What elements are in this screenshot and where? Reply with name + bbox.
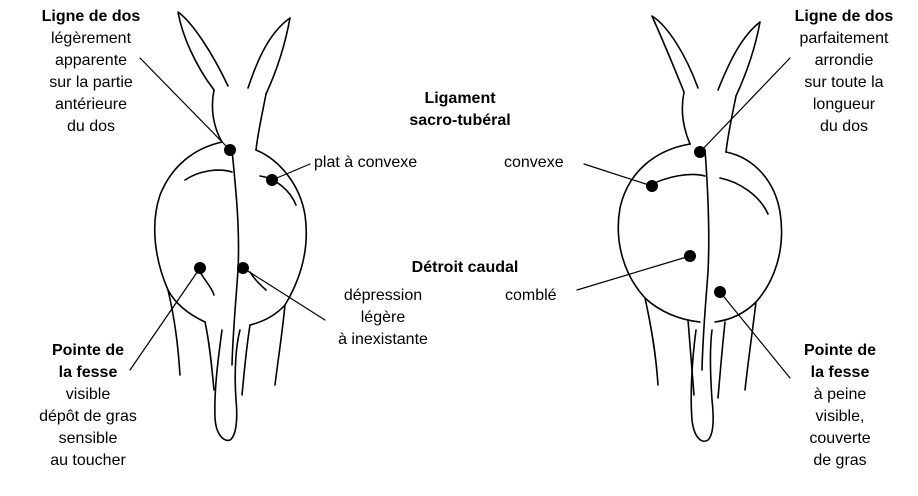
right-pointe-line: de gras <box>770 450 910 472</box>
right-goat-spine <box>702 150 709 370</box>
left-dot-detroit <box>237 262 249 274</box>
left-goat-leg-right <box>242 305 285 395</box>
left-pointe-line: au toucher <box>8 450 168 472</box>
right-detroit-label: comblé <box>505 285 557 307</box>
right-ligne-dos-title: Ligne de dos <box>770 6 918 28</box>
left-detroit-label: dépression légère à inexistante <box>318 285 448 351</box>
right-goat-leg-left <box>645 298 694 395</box>
right-ligne-dos-line: sur toute la <box>770 72 918 94</box>
left-detroit-line: dépression <box>318 285 448 307</box>
right-ligne-dos-line: arrondie <box>770 50 918 72</box>
left-goat-tail <box>215 330 240 440</box>
left-goat-spine <box>232 150 239 365</box>
right-goat-ear-right <box>718 22 760 96</box>
left-detroit-line: à inexistante <box>318 329 448 351</box>
left-dot-ligne-dos <box>224 144 236 156</box>
right-leader-lines <box>577 58 790 378</box>
left-goat-body <box>155 142 307 325</box>
left-goat-ear-right <box>248 18 290 94</box>
left-goat-crease <box>200 272 266 295</box>
left-ligne-dos-line: légèrement <box>12 28 170 50</box>
left-pointe-title: Pointe de <box>8 340 168 362</box>
left-ligne-dos-title: Ligne de dos <box>12 6 170 28</box>
left-ligne-dos-line: du dos <box>12 116 170 138</box>
right-goat-ear-left <box>652 16 698 92</box>
left-pointe-line: dépôt de gras <box>8 406 168 428</box>
right-goat-body <box>618 144 781 322</box>
right-goat-outline <box>618 16 781 441</box>
center-ligament-title-line: sacro-tubéral <box>386 110 534 132</box>
right-pointe-title: la fesse <box>770 362 910 384</box>
center-ligament-title: Ligament sacro-tubéral <box>386 88 534 132</box>
left-goat-rump-lines <box>185 170 296 205</box>
left-pointe-title: la fesse <box>8 362 168 384</box>
right-pointe-title: Pointe de <box>770 340 910 362</box>
right-dot-detroit <box>684 250 696 262</box>
left-pointe-fesse-label: Pointe de la fesse visible dépôt de gras… <box>8 340 168 472</box>
right-pointe-line: visible, <box>770 406 910 428</box>
right-dot-ligament <box>646 180 658 192</box>
right-pointe-line: à peine <box>770 384 910 406</box>
center-ligament-title-line: Ligament <box>386 88 534 110</box>
left-ligament-label: plat à convexe <box>314 152 417 174</box>
center-detroit-title-text: Détroit caudal <box>412 259 519 276</box>
left-dot-ligament <box>266 174 278 186</box>
right-ligament-label: convexe <box>504 152 564 174</box>
right-dot-ligne-dos <box>694 146 706 158</box>
left-pointe-line: sensible <box>8 428 168 450</box>
right-pointe-line: couverte <box>770 428 910 450</box>
right-ligne-dos-line: longueur <box>770 94 918 116</box>
left-goat-outline <box>155 12 307 440</box>
left-dot-pointe-fesse <box>194 262 206 274</box>
right-dot-pointe-fesse <box>714 286 726 298</box>
right-pointe-fesse-label: Pointe de la fesse à peine visible, couv… <box>770 340 910 472</box>
left-ligne-dos-line: antérieure <box>12 94 170 116</box>
left-detroit-line: légère <box>318 307 448 329</box>
left-goat-ear-left <box>178 12 228 90</box>
right-ligne-dos-line: du dos <box>770 116 918 138</box>
left-ligne-dos-line: sur la partie <box>12 72 170 94</box>
left-pointe-line: visible <box>8 384 168 406</box>
center-detroit-title: Détroit caudal <box>380 257 550 279</box>
left-ligne-dos-line: apparente <box>12 50 170 72</box>
right-ligne-dos-label: Ligne de dos parfaitement arrondie sur t… <box>770 6 918 138</box>
right-ligne-dos-line: parfaitement <box>770 28 918 50</box>
left-ligne-dos-label: Ligne de dos légèrement apparente sur la… <box>12 6 170 138</box>
